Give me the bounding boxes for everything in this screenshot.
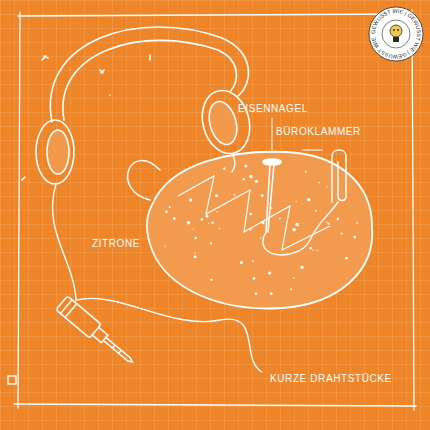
badge-ring-text: GEWUSST WIE | GEWUSST WIE | GEWUSST WIE xyxy=(370,8,422,60)
speckle xyxy=(318,182,320,184)
speckle xyxy=(270,292,273,295)
speckle xyxy=(309,247,312,250)
speckle xyxy=(165,245,166,246)
speckle xyxy=(173,217,176,220)
speckle xyxy=(189,199,192,202)
speckle xyxy=(295,201,297,203)
badge: GEWUSST WIE | GEWUSST WIE | GEWUSST WIE xyxy=(369,7,423,61)
speckle xyxy=(295,223,299,227)
speckle xyxy=(249,228,251,230)
speckle xyxy=(255,180,258,183)
speckle xyxy=(261,221,264,224)
speckle xyxy=(194,255,197,258)
wires xyxy=(52,154,338,372)
speckle xyxy=(169,206,171,208)
speckle xyxy=(215,194,218,197)
speckle xyxy=(219,228,220,229)
speckle xyxy=(187,221,191,225)
speckle xyxy=(353,236,356,239)
speckle xyxy=(317,250,318,251)
speckle xyxy=(194,252,196,254)
speckle xyxy=(217,211,218,212)
speckle xyxy=(201,218,204,221)
speckle xyxy=(240,261,243,264)
speckle xyxy=(326,222,327,223)
speckle xyxy=(312,249,314,251)
sketch-frame xyxy=(8,10,416,410)
speckle xyxy=(255,292,258,295)
speckle xyxy=(268,271,271,274)
speckle xyxy=(315,210,317,212)
speckle xyxy=(211,221,213,223)
speckle xyxy=(345,257,348,260)
speckle xyxy=(165,211,168,214)
speckle xyxy=(253,277,256,280)
speckle xyxy=(243,178,245,180)
speckle xyxy=(292,228,295,231)
speckle xyxy=(252,260,254,262)
speckle xyxy=(260,237,261,238)
speckle xyxy=(279,217,281,219)
speckle xyxy=(356,222,358,224)
speckle xyxy=(290,288,292,290)
speckle xyxy=(223,167,226,170)
speckle xyxy=(271,207,273,209)
speckle xyxy=(249,175,253,179)
speckle xyxy=(210,242,212,244)
speckle xyxy=(261,194,264,197)
speckle xyxy=(193,229,194,230)
speckle xyxy=(293,277,295,279)
part-label: ZITRONE xyxy=(92,238,140,249)
speckle xyxy=(233,194,235,196)
speckle xyxy=(195,237,197,239)
speckle xyxy=(341,233,343,235)
speckle xyxy=(249,213,252,216)
speckle xyxy=(337,218,339,220)
speckle xyxy=(307,198,311,202)
part-label: KURZE DRAHTSTÜCKE xyxy=(270,373,392,384)
speckle xyxy=(210,279,212,281)
speckle xyxy=(300,266,303,269)
speckle xyxy=(327,222,329,224)
speckle xyxy=(244,165,247,168)
speckle xyxy=(208,223,209,224)
speckle xyxy=(326,186,327,187)
part-label: BÜROKLAMMER xyxy=(276,126,361,137)
paperclip xyxy=(302,150,346,202)
speckle xyxy=(305,171,307,173)
speckle xyxy=(206,215,209,218)
jack-plug xyxy=(56,296,138,369)
part-label: EISENNAGEL xyxy=(238,103,308,114)
lemon-speckles xyxy=(165,165,359,296)
